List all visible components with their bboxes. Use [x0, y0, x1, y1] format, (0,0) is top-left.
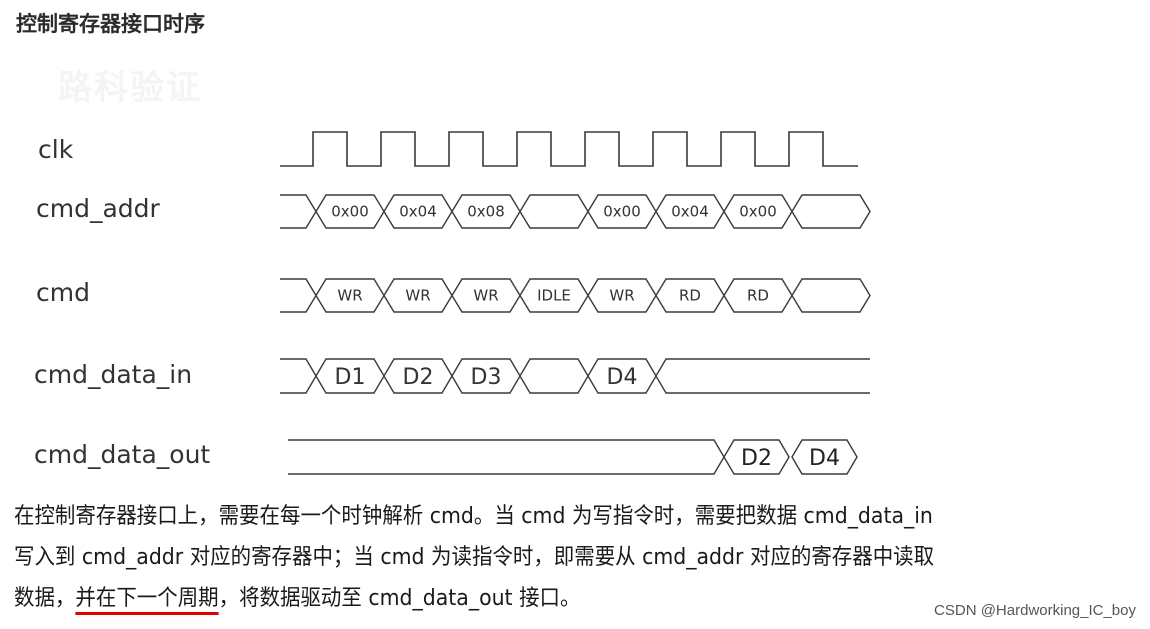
cmd-waveform: [280, 278, 871, 313]
bus-value: 0x08: [467, 203, 505, 221]
bus-value: D2: [741, 446, 772, 471]
description-paragraph: 在控制寄存器接口上，需要在每一个时钟解析 cmd。当 cmd 为写指令时，需要把…: [14, 496, 1046, 619]
bus-value: WR: [473, 287, 498, 305]
bus-value: D1: [335, 365, 366, 390]
signal-label-cmd-data-out: cmd_data_out: [34, 440, 211, 469]
cmd-data-out-waveform: [288, 439, 858, 475]
bus-value: RD: [747, 287, 769, 305]
signal-label-cmd-addr: cmd_addr: [36, 194, 160, 223]
page-title: 控制寄存器接口时序: [16, 12, 205, 36]
bus-value: 0x00: [331, 203, 369, 221]
bus-value: 0x00: [739, 203, 777, 221]
signal-label-cmd-data-in: cmd_data_in: [34, 360, 193, 389]
bus-value: D4: [809, 446, 840, 471]
cmd-addr-waveform: [280, 194, 871, 229]
bus-value: D3: [471, 365, 502, 390]
bus-value: WR: [337, 287, 362, 305]
bus-value: WR: [405, 287, 430, 305]
bus-value: D4: [607, 365, 638, 390]
underlined-phrase: 并在下一个周期: [75, 586, 219, 615]
csdn-watermark: CSDN @Hardworking_IC_boy: [934, 602, 1136, 619]
description-line-2: 写入到 cmd_addr 对应的寄存器中；当 cmd 为读指令时，即需要从 cm…: [14, 545, 935, 570]
bus-value: RD: [679, 287, 701, 305]
bus-value: 0x00: [603, 203, 641, 221]
description-line-3: 数据，并在下一个周期，将数据驱动至 cmd_data_out 接口。: [14, 578, 1046, 619]
description-line-1: 在控制寄存器接口上，需要在每一个时钟解析 cmd。当 cmd 为写指令时，需要把…: [14, 504, 933, 529]
bus-value: WR: [609, 287, 634, 305]
watermark-text: 路科验证: [58, 68, 202, 108]
signal-label-clk: clk: [38, 135, 74, 164]
cmd-data-in-waveform: [280, 358, 870, 394]
bus-value: D2: [403, 365, 434, 390]
description-line-3-post: ，将数据驱动至 cmd_data_out 接口。: [218, 586, 581, 611]
description-line-3-pre: 数据，: [14, 586, 76, 611]
bus-value: 0x04: [399, 203, 437, 221]
bus-value: 0x04: [671, 203, 709, 221]
clk-waveform: [280, 131, 858, 167]
bus-value: IDLE: [537, 287, 571, 305]
signal-label-cmd: cmd: [36, 278, 90, 307]
